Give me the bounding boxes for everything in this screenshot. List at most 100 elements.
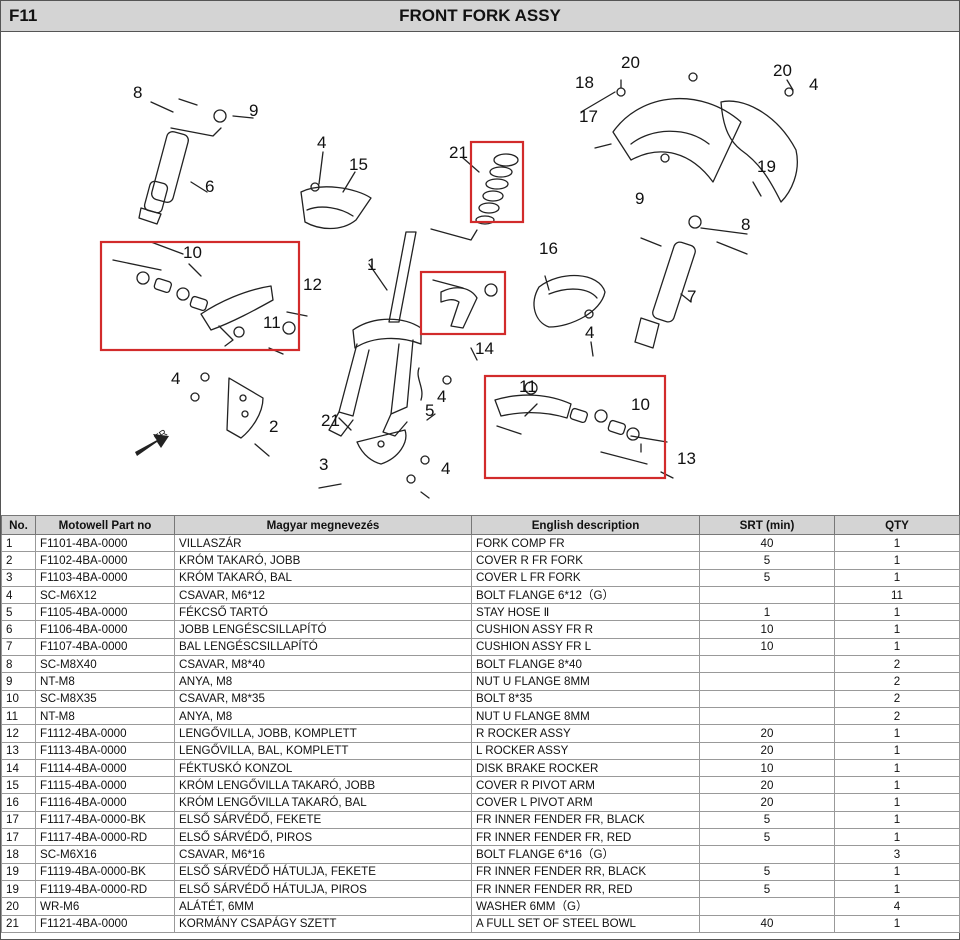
hungarian-name-cell: ALÁTÉT, 6MM [174,897,472,916]
no-cell: 11 [1,706,36,726]
qty-cell: 1 [834,758,960,778]
srt-cell [699,689,835,708]
no-cell: 6 [1,620,36,639]
english-description-cell: DISK BRAKE ROCKER [471,758,700,778]
qty-cell: 2 [834,672,960,691]
callout-19: 19 [757,157,776,176]
qty-cell: 1 [834,810,960,830]
page-title: FRONT FORK ASSY [399,6,561,25]
qty-cell: 2 [834,655,960,674]
hungarian-name-cell: KORMÁNY CSAPÁGY SZETT [174,914,472,933]
hungarian-name-cell: KRÓM TAKARÓ, JOBB [174,551,472,570]
cushion-left-drawing [634,215,748,349]
srt-cell: 10 [699,758,835,778]
part-no-cell: SC-M8X35 [35,689,175,708]
callout-4-left: 4 [171,369,180,388]
callout-12: 12 [303,275,322,294]
parts-table: No. Motowell Part no Magyar megnevezés E… [1,515,960,933]
no-cell: 19 [1,862,36,881]
hungarian-name-cell: KRÓM LENGŐVILLA TAKARÓ, BAL [174,793,472,812]
hungarian-name-cell: BAL LENGÉSCSILLAPÍTÓ [174,637,472,657]
rocker-left-highlight [483,374,667,480]
callout-17: 17 [579,107,598,126]
no-cell: 5 [1,603,36,622]
callout-6: 6 [205,177,214,196]
srt-cell: 5 [699,810,835,830]
no-cell: 15 [1,776,36,795]
part-no-cell: F1114-4BA-0000 [35,758,175,778]
callout-8: 8 [133,83,142,102]
hungarian-name-cell: FÉKTUSKÓ KONZOL [174,758,472,778]
callout-4-fork: 4 [437,387,446,406]
col-srt: SRT (min) [699,515,835,535]
front-direction-arrow: FR [135,428,170,456]
qty-cell: 1 [834,551,960,570]
fork-drawing [328,228,478,437]
english-description-cell: CUSHION ASSY FR R [471,620,700,639]
part-no-cell: F1115-4BA-0000 [35,776,175,795]
col-part-no: Motowell Part no [35,515,175,535]
srt-cell: 5 [699,551,835,570]
callout-16: 16 [539,239,558,258]
srt-cell [699,655,835,674]
qty-cell: 2 [834,689,960,708]
english-description-cell: FR INNER FENDER FR, BLACK [471,810,700,830]
callout-9: 9 [249,101,258,120]
hungarian-name-cell: FÉKCSŐ TARTÓ [174,603,472,622]
no-cell: 1 [1,533,36,553]
english-description-cell: NUT U FLANGE 8MM [471,672,700,691]
part-no-cell: F1121-4BA-0000 [35,914,175,933]
no-cell: 4 [1,585,36,605]
srt-cell: 40 [699,533,835,553]
hungarian-name-cell: ELSŐ SÁRVÉDŐ HÁTULJA, PIROS [174,879,472,899]
english-description-cell: CUSHION ASSY FR L [471,637,700,657]
callout-21-top: 21 [449,143,468,162]
no-cell: 21 [1,914,36,933]
english-description-cell: COVER L PIVOT ARM [471,793,700,812]
srt-cell: 5 [699,862,835,881]
english-description-cell: FR INNER FENDER RR, RED [471,879,700,899]
part-no-cell: F1102-4BA-0000 [35,551,175,570]
rocker-right-drawing [112,241,296,347]
qty-cell: 1 [834,862,960,881]
qty-cell: 1 [834,637,960,657]
callout-4-mid: 4 [585,323,594,342]
qty-cell: 1 [834,603,960,622]
english-description-cell: COVER L FR FORK [471,568,700,587]
srt-cell: 10 [699,637,835,657]
hungarian-name-cell: CSAVAR, M8*35 [174,689,472,708]
callout-21-bottom: 21 [321,411,340,430]
english-description-cell: NUT U FLANGE 8MM [471,706,700,726]
no-cell: 12 [1,724,36,743]
qty-cell: 1 [834,793,960,812]
no-cell: 10 [1,689,36,708]
english-description-cell: BOLT FLANGE 8*40 [471,655,700,674]
english-description-cell: STAY HOSE Ⅱ [471,603,700,622]
no-cell: 19 [1,879,36,899]
no-cell: 14 [1,758,36,778]
page-code: F11 [9,6,38,25]
part-no-cell: SC-M6X12 [35,585,175,605]
col-english-description: English description [471,515,700,535]
callout-20-b: 20 [773,61,792,80]
qty-cell: 3 [834,845,960,864]
hungarian-name-cell: ELSŐ SÁRVÉDŐ HÁTULJA, FEKETE [174,862,472,881]
english-description-cell: FR INNER FENDER RR, BLACK [471,862,700,881]
callout-20-a: 20 [621,53,640,72]
srt-cell: 5 [699,568,835,587]
callout-1: 1 [367,255,376,274]
hungarian-name-cell: ELSŐ SÁRVÉDŐ, FEKETE [174,810,472,830]
callout-2: 2 [269,417,278,436]
qty-cell: 1 [834,568,960,587]
no-cell: 13 [1,741,36,760]
col-no: No. [1,515,36,535]
